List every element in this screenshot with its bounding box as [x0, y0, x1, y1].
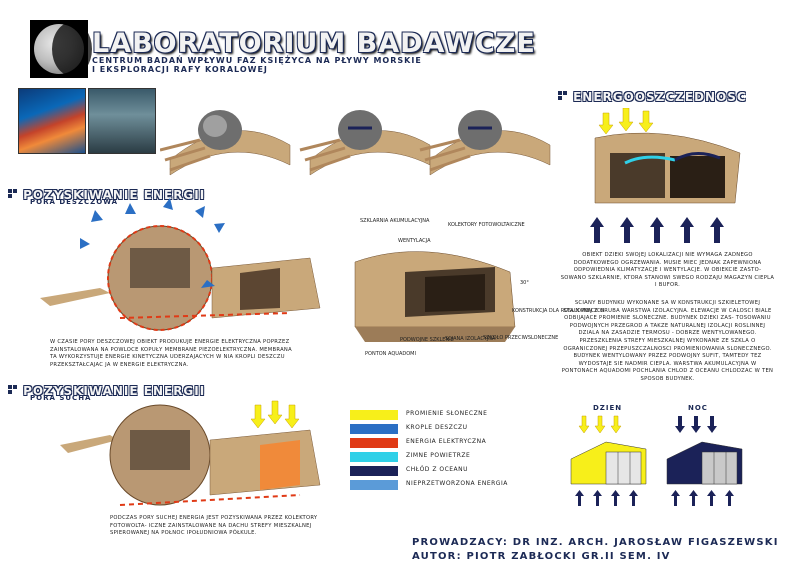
legend-swatch — [350, 480, 398, 490]
credits-author: AUTOR: PIOTR ZABŁOCKI GR.II SEM. IV — [412, 551, 671, 562]
label-konstrukcja: KONSTRUKCJA DLA ROSLIN PNACYCH — [512, 308, 605, 314]
building-renders-row — [160, 110, 551, 176]
efficiency-section-title: ENERGOOSZCZEDNOSC — [573, 90, 747, 104]
legend-swatch — [350, 438, 398, 448]
dry-section-subtitle: PORA SUCHA — [30, 394, 92, 402]
building-section-diagram — [354, 251, 516, 342]
render-1 — [160, 110, 291, 176]
render-2 — [299, 110, 431, 176]
label-szkolo: SZKOŁO PRZECIWSLONECZNE — [483, 335, 559, 341]
credits-supervisor: PROWADZACY: DR INZ. ARCH. JAROSŁAW FIGAS… — [412, 537, 779, 548]
efficiency-text-1: OBIEKT DZIEKI SWOJEJ LOKALIZACJI NIE WYM… — [560, 252, 775, 289]
dry-section-title: POZYSKIWANIE ENERGII — [23, 384, 206, 398]
dry-section-diagram — [60, 400, 321, 506]
label-angle: 30° — [520, 280, 529, 286]
label-sciana: SCIANA IZOLACYJNA — [445, 336, 496, 342]
marina-photo — [88, 88, 156, 154]
label-ponton: PONTON AQUADOMI — [365, 351, 416, 357]
efficiency-text-2: SCIANY BUDYNKU WYKONANE SA W KONSTRUKCJI… — [561, 300, 774, 382]
night-label: NOC — [688, 404, 708, 412]
legend-item: ZIMNE POWIETRZE — [350, 450, 550, 464]
dry-section-heading: POZYSKIWANIE ENERGII — [8, 380, 205, 399]
legend-item: KROPLE DESZCZU — [350, 422, 550, 436]
legend-item: CHŁÓD Z OCEANU — [350, 464, 550, 478]
ventilation-diagram — [590, 108, 741, 243]
section-bullet-icon — [8, 385, 17, 394]
legend-swatch — [350, 424, 398, 434]
legend-item: PROMIENIE SŁONECZNE — [350, 408, 550, 422]
moon-photo — [30, 20, 92, 78]
legend-item: NIEPRZETWORZONA ENERGIA — [350, 478, 550, 492]
rain-section-text: W CZASIE PORY DESZCZOWEJ OBIEKT PRODUKUJ… — [50, 339, 292, 368]
rain-section-subtitle: PORA DESZCZOWA — [30, 198, 119, 206]
dry-section-text: PODCZAS PORY SUCHEJ ENERGIA JEST POZYSKI… — [110, 515, 318, 537]
poster-subtitle: CENTRUM BADAŃ WPŁYWU FAZ KSIĘŻYCA NA PŁY… — [92, 56, 422, 74]
rain-section-diagram — [40, 198, 321, 331]
legend-swatch — [350, 466, 398, 476]
legend-swatch — [350, 410, 398, 420]
legend-item: ENERGIA ELEKTRYCZNA — [350, 436, 550, 450]
section-bullet-icon — [8, 189, 17, 198]
coral-reef-photo — [18, 88, 86, 154]
night-diagram — [666, 416, 743, 506]
label-szklarnia: SZKLARNIA AKUMULACYJNA — [360, 218, 430, 224]
rain-section-heading: POZYSKIWANIE ENERGII — [8, 184, 205, 203]
label-kolektory: KOLEKTORY FOTOWOLTAICZNE — [448, 222, 525, 228]
label-podwojne: PODWOJNE SZKLENIE — [400, 337, 454, 343]
render-3 — [419, 110, 551, 176]
label-wentylacja: WENTYLACJA — [398, 238, 431, 244]
day-label: DZIEN — [593, 404, 623, 412]
poster-title: LABORATORIUM BADAWCZE — [92, 28, 536, 59]
day-diagram — [570, 415, 647, 506]
legend-swatch — [350, 452, 398, 462]
rain-section-title: POZYSKIWANIE ENERGII — [23, 188, 206, 202]
efficiency-section-heading: ENERGOOSZCZEDNOSC — [558, 86, 747, 105]
section-bullet-icon — [558, 91, 567, 100]
